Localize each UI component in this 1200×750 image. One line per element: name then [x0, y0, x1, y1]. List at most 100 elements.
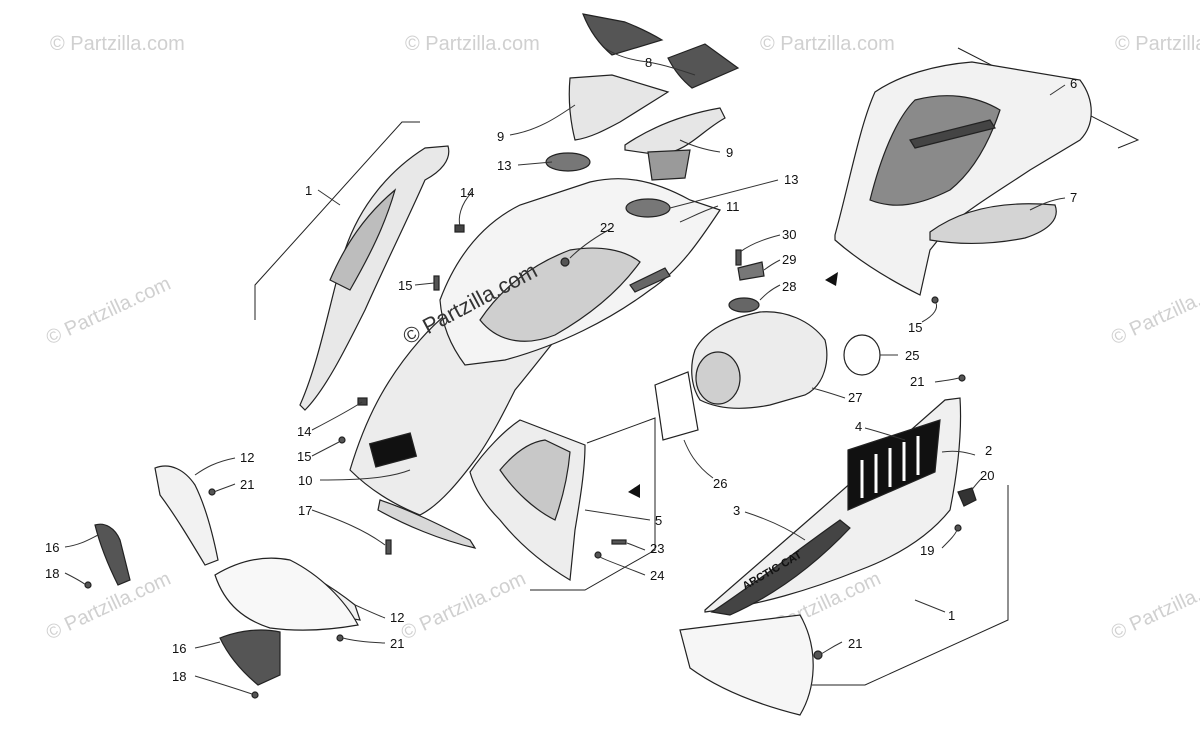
screw-15-left: [433, 275, 440, 291]
callout-label: 6: [1070, 76, 1077, 91]
grommet-28: [728, 297, 760, 313]
washer-19: [954, 524, 962, 532]
watermark: © Partzilla.com: [1108, 568, 1200, 645]
watermark: © Partzilla.com: [50, 33, 185, 55]
bracket-left-side-panel: [254, 121, 420, 320]
callout-label: 23: [650, 541, 664, 556]
clip-lower: [357, 397, 368, 406]
watermark: © Partzilla.com: [43, 568, 174, 645]
screw-18-upper: [84, 581, 92, 589]
callout-label: 12: [390, 610, 404, 625]
storage-tray-rib: [909, 119, 996, 149]
callout-label: 13: [784, 172, 798, 187]
callout-label: 5: [655, 513, 662, 528]
vent-screen-left: [582, 13, 664, 56]
screw-15-right: [931, 296, 939, 304]
side-decal: [710, 519, 851, 616]
watermark: © Partzilla.com: [1108, 273, 1200, 350]
callout-label: 7: [1070, 190, 1077, 205]
callout-label: 1: [305, 183, 312, 198]
vent-screen-right: [667, 43, 740, 89]
mesh-screen-lower: [219, 629, 281, 686]
air-box-inner: [499, 439, 571, 521]
console-inner-shadow: [479, 247, 641, 342]
hood-lower-lip: [377, 499, 477, 549]
bracket-right-side-panel: [812, 485, 1009, 686]
right-lower-panel: [679, 614, 814, 716]
tray-liner-pad: [929, 203, 1057, 245]
lower-bracket-upper: [154, 465, 219, 566]
callout-label: 15: [908, 320, 922, 335]
callout-label: 21: [240, 477, 254, 492]
callout-label: 9: [497, 129, 504, 144]
washer-24: [594, 551, 602, 559]
callout-label: 16: [172, 641, 186, 656]
right-panel-vent-slats: [860, 436, 920, 498]
callout-label: 14: [460, 185, 474, 200]
vent-duct-left: [568, 74, 670, 141]
lower-panel-outline: [214, 557, 359, 631]
callout-label: 28: [782, 279, 796, 294]
watermark: © Partzilla.com: [405, 33, 540, 55]
bracket-29: [737, 261, 765, 281]
left-side-panel-shading: [329, 188, 397, 291]
callout-label: 17: [298, 503, 312, 518]
leader-lines: [64, 47, 1066, 695]
callout-label: 13: [497, 158, 511, 173]
watermark: © Partzilla.com: [760, 33, 895, 55]
bolt-17: [385, 539, 392, 555]
screw-23: [611, 539, 627, 545]
callout-label: 21: [848, 636, 862, 651]
callout-label: 11: [726, 199, 740, 214]
mesh-screen-upper: [94, 523, 131, 586]
arrow-indicator: [628, 484, 640, 498]
fastener-21-right-lower: [813, 650, 823, 660]
fastener-21-right-upper: [958, 374, 966, 382]
hood-decal: [368, 432, 418, 468]
callout-label: 15: [297, 449, 311, 464]
callout-label: 3: [733, 503, 740, 518]
cap-20: [957, 487, 977, 507]
watermark: © Partzilla.com: [1115, 33, 1200, 55]
callout-label: 1: [948, 608, 955, 623]
callout-label: 25: [905, 348, 919, 363]
callout-label: 15: [398, 278, 412, 293]
vent-duct-right-hose: [647, 149, 691, 181]
callout-labels: 1 1 2 3 4 5 6 7 8 9 9 10 11 12 12 13 13 …: [45, 55, 1077, 684]
console-vent-grille: [629, 267, 671, 293]
air-intake-opening: [695, 351, 741, 405]
group-brackets: [254, 47, 1140, 686]
callout-label: 21: [910, 374, 924, 389]
callout-label: 19: [920, 543, 934, 558]
callout-label: 30: [782, 227, 796, 242]
callout-label: 29: [782, 252, 796, 267]
callout-label: 8: [645, 55, 652, 70]
callout-label: 22: [600, 220, 614, 235]
watermark: © Partzilla.com: [398, 568, 529, 645]
callout-label: 9: [726, 145, 733, 160]
callout-label: 18: [172, 669, 186, 684]
arrow-indicator: [825, 272, 838, 286]
callout-label: 2: [985, 443, 992, 458]
callout-label: 14: [297, 424, 311, 439]
callout-label: 27: [848, 390, 862, 405]
callout-label: 18: [45, 566, 59, 581]
screw-15-lower: [338, 436, 346, 444]
gasket: [654, 371, 699, 441]
callout-label: 16: [45, 540, 59, 555]
callout-label: 26: [713, 476, 727, 491]
fastener-21-left-lower: [336, 634, 344, 642]
hose-clamp: [843, 334, 881, 376]
screw-18-lower: [251, 691, 259, 699]
grommet-left: [545, 152, 591, 172]
callout-label: 24: [650, 568, 664, 583]
vent-duct-right: [624, 107, 726, 156]
fastener-22: [560, 257, 570, 267]
callout-label: 12: [240, 450, 254, 465]
callout-label: 21: [390, 636, 404, 651]
bolt-30: [735, 249, 742, 266]
storage-tray-inner: [869, 95, 1001, 206]
grommet-right: [625, 198, 671, 218]
bracket-air-box: [530, 417, 656, 591]
